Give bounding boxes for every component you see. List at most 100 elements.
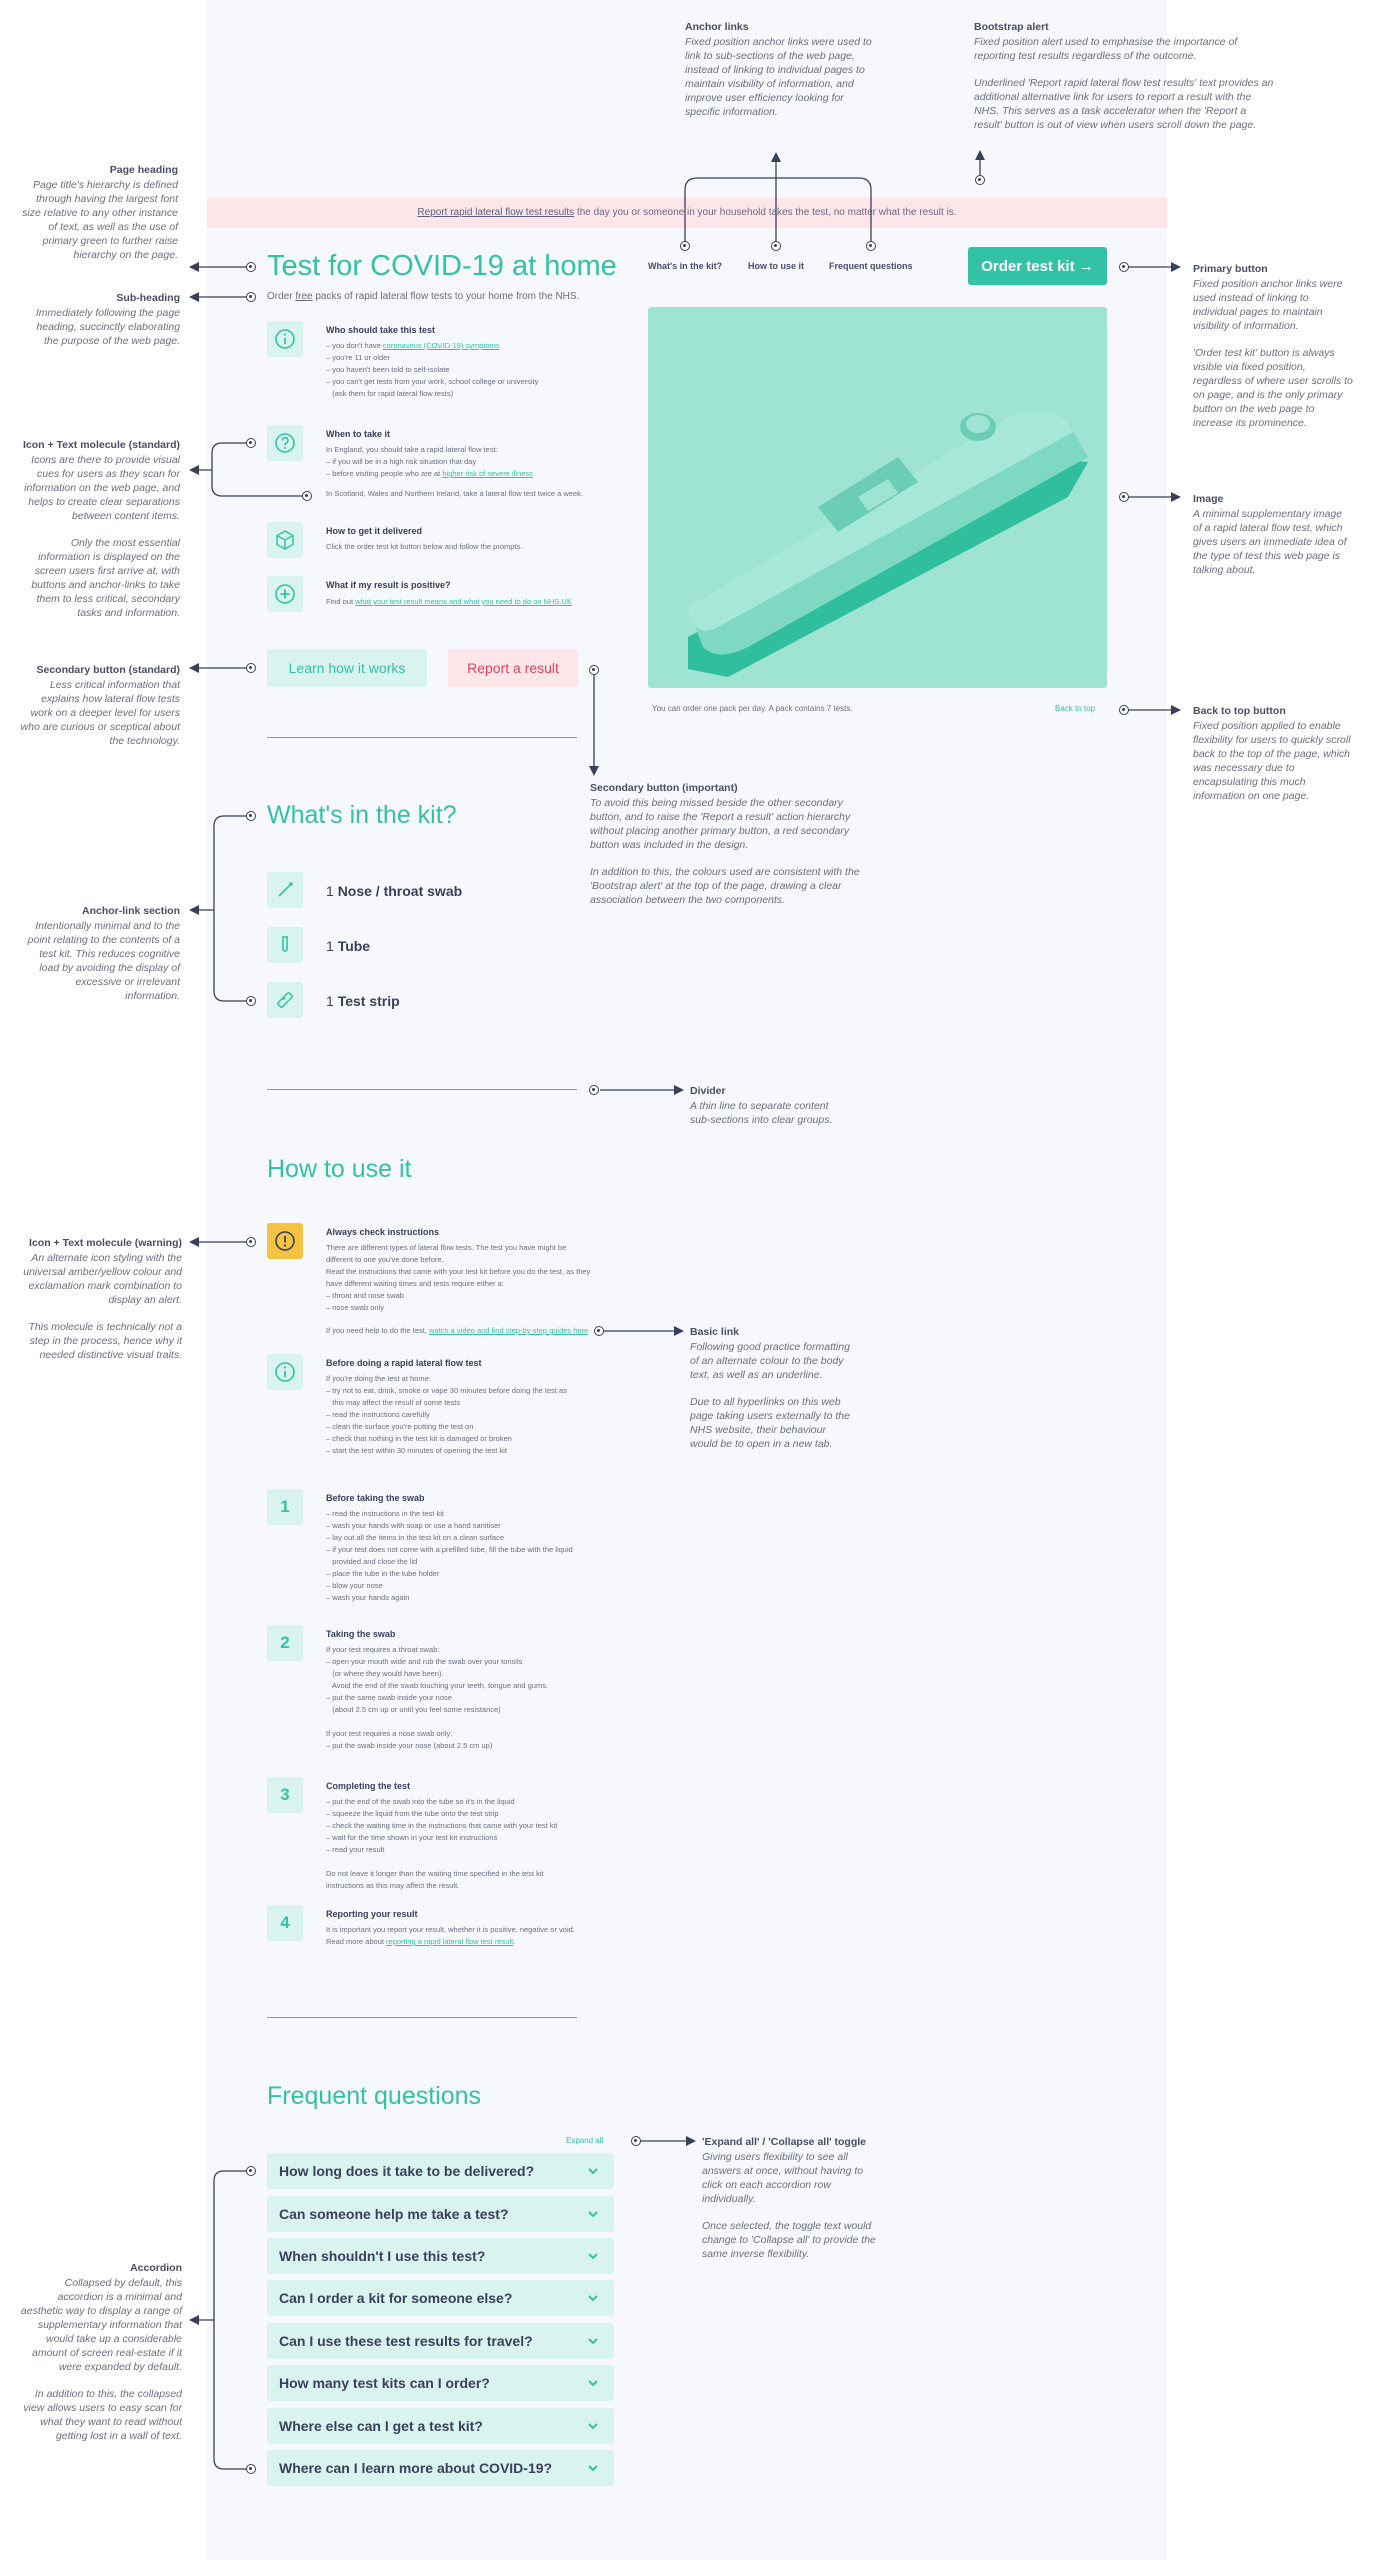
before-test-body: If you're doing the test at home: – try … [326, 1374, 567, 1455]
step-4-body: It is important you report your result, … [326, 1925, 575, 1934]
chevron-down-icon [588, 2211, 598, 2218]
step-1-title: Before taking the swab [326, 1493, 425, 1503]
marker-dot [866, 241, 876, 251]
marker-dot [246, 262, 256, 272]
marker-dot [246, 292, 256, 302]
marker-dot [1119, 262, 1129, 272]
back-to-top-link[interactable]: Back to top [1055, 704, 1096, 713]
step-2-badge: 2 [267, 1625, 303, 1661]
bootstrap-alert: Report rapid lateral flow test results t… [207, 198, 1167, 228]
faq-section-title: Frequent questions [267, 2082, 482, 2110]
accordion-item-5[interactable]: Can I use these test results for travel? [267, 2323, 614, 2359]
anchor-link-kit[interactable]: What's in the kit? [648, 261, 723, 271]
marker-dot [680, 241, 690, 251]
marker-dot [771, 241, 781, 251]
annotation-secondary-important: Secondary button (important)To avoid thi… [590, 782, 860, 906]
marker-dot [246, 663, 256, 673]
step-4-title: Reporting your result [326, 1909, 418, 1919]
step-1-badge: 1 [267, 1489, 303, 1525]
accordion-item-3[interactable]: When shouldn't I use this test? [267, 2238, 614, 2274]
marker-dot [975, 175, 985, 185]
result-means-link[interactable]: what your test result means and what you… [355, 597, 572, 606]
alert-text: the day you or someone in your household… [574, 207, 957, 218]
when-line-4: In Scotland, Wales and Northern Ireland,… [326, 489, 583, 498]
marker-dot [246, 1237, 256, 1247]
divider-2 [267, 1089, 577, 1090]
when-line-3: – before visiting people who are at high… [326, 469, 533, 478]
tube-icon [267, 927, 303, 963]
accordion-item-2[interactable]: Can someone help me take a test? [267, 2196, 614, 2232]
marker-dot [631, 2136, 641, 2146]
chevron-down-icon [588, 2338, 598, 2345]
info-icon-2 [267, 1354, 303, 1390]
divider-1 [267, 737, 577, 738]
chevron-down-icon [588, 2423, 598, 2430]
chevron-down-icon [588, 2380, 598, 2387]
test-strip-icon [267, 982, 303, 1018]
question-icon [267, 425, 303, 461]
step-4-badge: 4 [267, 1905, 303, 1941]
positive-title: What if my result is positive? [326, 580, 451, 590]
free-link[interactable]: free [295, 291, 313, 302]
chevron-down-icon [588, 2465, 598, 2472]
marker-dot [594, 1326, 604, 1336]
chevron-down-icon [588, 2295, 598, 2302]
marker-dot [246, 996, 256, 1006]
symptoms-link[interactable]: coronavirus (COVID-19) symptoms [382, 341, 500, 350]
kit-item-tube: 1 Tube [326, 938, 371, 954]
page-title: Test for COVID-19 at home [267, 250, 617, 282]
step-3-title: Completing the test [326, 1781, 411, 1791]
accordion-item-8[interactable]: Where can I learn more about COVID-19? [267, 2450, 614, 2486]
who-body: – you're 11 or older – you haven't been … [326, 353, 539, 398]
page-subheading: Order free packs of rapid lateral flow t… [267, 291, 580, 302]
expand-all-toggle[interactable]: Expand all [566, 2136, 604, 2145]
order-test-kit-button[interactable]: Order test kit → [968, 247, 1107, 285]
when-body: In England, you should take a rapid late… [326, 445, 498, 466]
report-results-link[interactable]: Report rapid lateral flow test results [417, 207, 575, 218]
who-line-1: – you don't have coronavirus (COVID-19) … [326, 341, 500, 350]
image-caption: You can order one pack per day. A pack c… [652, 704, 853, 713]
anchor-link-faq[interactable]: Frequent questions [829, 261, 913, 271]
higher-risk-link[interactable]: higher risk of severe illness [442, 469, 533, 478]
instructions-help: If you need help to do the test, watch a… [326, 1326, 589, 1335]
video-guides-link[interactable]: watch a video and find step-by-step guid… [429, 1326, 589, 1335]
marker-dot [246, 811, 256, 821]
lateral-flow-test-image [648, 307, 1107, 688]
annotation-icon-warning: Icon + Text molecule (warning)An alterna… [23, 1237, 182, 1361]
kit-item-swab: 1 Nose / throat swab [326, 883, 463, 899]
step-1-body: – read the instructions in the test kit … [326, 1509, 573, 1602]
marker-dot [246, 2166, 256, 2176]
when-title: When to take it [326, 429, 391, 439]
anchor-link-howto[interactable]: How to use it [748, 261, 804, 271]
accordion-item-6[interactable]: How many test kits can I order? [267, 2365, 614, 2401]
who-title: Who should take this test [326, 325, 436, 335]
swab-icon [267, 872, 303, 908]
instructions-title: Always check instructions [326, 1227, 440, 1237]
accordion-item-7[interactable]: Where else can I get a test kit? [267, 2408, 614, 2444]
marker-dot [589, 1085, 599, 1095]
reporting-result-link[interactable]: reporting a rapid lateral flow test resu… [386, 1937, 514, 1946]
chevron-down-icon [588, 2168, 598, 2175]
step-2-body: If your test requires a throat swab: – o… [326, 1645, 549, 1750]
annotation-secondary-standard: Secondary button (standard)Less critical… [20, 664, 180, 747]
report-result-button[interactable]: Report a result [448, 649, 578, 687]
info-icon [267, 321, 303, 357]
learn-how-it-works-button[interactable]: Learn how it works [267, 649, 427, 687]
marker-dot [1119, 492, 1129, 502]
marker-dot [302, 491, 312, 501]
marker-dot [1119, 705, 1129, 715]
accordion-item-4[interactable]: Can I order a kit for someone else? [267, 2280, 614, 2316]
accordion-item-1[interactable]: How long does it take to be delivered? [267, 2153, 614, 2189]
